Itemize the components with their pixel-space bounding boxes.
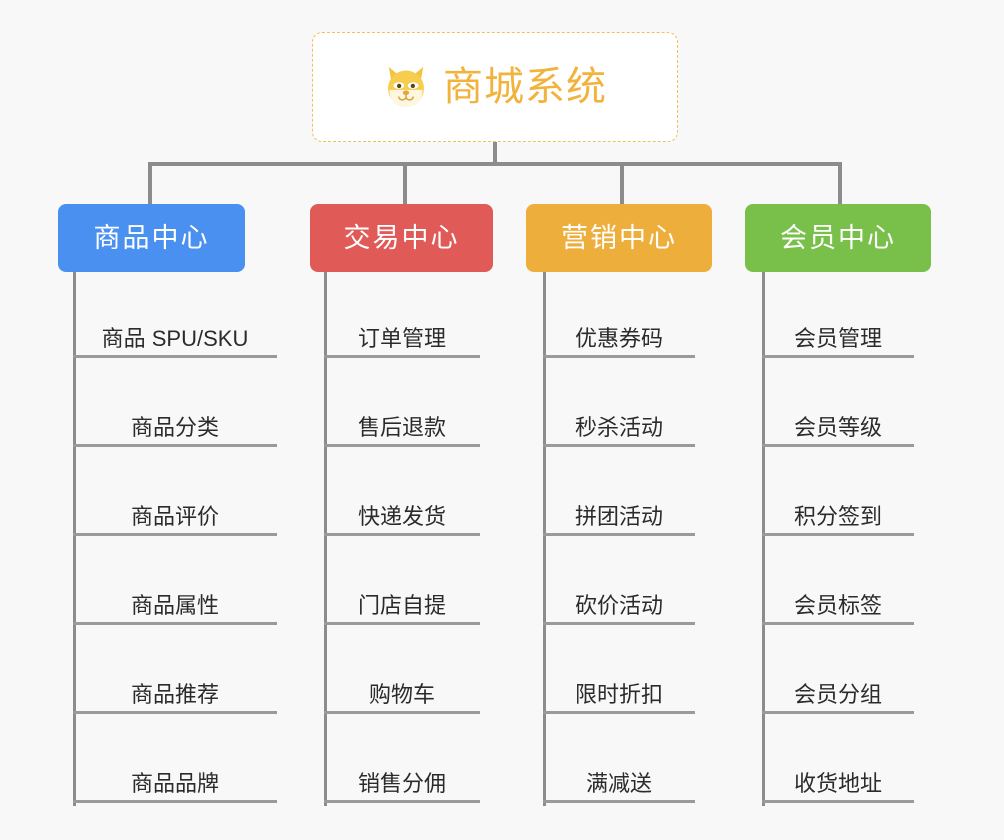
category-label: 营销中心 [561, 222, 677, 253]
leaf-item[interactable]: 秒杀活动 [543, 389, 695, 447]
category-box-1[interactable]: 商品中心 [58, 204, 245, 272]
root-title: 商城系统 [443, 65, 607, 109]
leaf-item-label: 购物车 [368, 681, 435, 707]
leaf-item-label: 会员管理 [793, 325, 882, 351]
drop-connector-4 [838, 162, 842, 204]
leaf-item-label: 商品推荐 [130, 681, 219, 707]
category-label: 会员中心 [780, 222, 896, 253]
category-box-3[interactable]: 营销中心 [526, 204, 712, 272]
leaf-item-label: 砍价活动 [574, 592, 663, 618]
leaf-item[interactable]: 满减送 [543, 745, 695, 803]
leaf-item-label: 积分签到 [793, 503, 882, 529]
category-label: 商品中心 [93, 222, 210, 253]
category-column-3: 营销中心 [526, 204, 712, 272]
leaf-item-label: 会员等级 [793, 414, 882, 440]
category-column-4: 会员中心 [745, 204, 931, 272]
leaf-item[interactable]: 会员分组 [762, 656, 914, 714]
leaf-item[interactable]: 快递发货 [324, 478, 480, 536]
leaf-item[interactable]: 会员管理 [762, 300, 914, 358]
leaf-item[interactable]: 商品评价 [73, 478, 277, 536]
leaf-item[interactable]: 会员标签 [762, 567, 914, 625]
leaf-item[interactable]: 优惠券码 [543, 300, 695, 358]
spine-2 [324, 272, 327, 806]
leaf-item[interactable]: 订单管理 [324, 300, 480, 358]
leaf-item[interactable]: 商品属性 [73, 567, 277, 625]
leaf-item-label: 商品分类 [130, 414, 219, 440]
leaf-item-label: 商品品牌 [130, 770, 219, 796]
leaf-item-label: 会员分组 [793, 681, 882, 707]
leaf-item-label: 门店自提 [357, 592, 446, 618]
leaf-item-label: 快递发货 [357, 503, 446, 529]
root-node[interactable]: 商城系统 [312, 32, 678, 142]
leaf-item[interactable]: 购物车 [324, 656, 480, 714]
leaf-item-label: 满减送 [585, 770, 652, 796]
leaf-item-label: 收货地址 [793, 770, 882, 796]
drop-connector-2 [403, 162, 407, 204]
leaf-item-label: 限时折扣 [574, 681, 663, 707]
leaf-item[interactable]: 会员等级 [762, 389, 914, 447]
spine-1 [73, 272, 76, 806]
category-label: 交易中心 [343, 222, 460, 253]
leaf-item[interactable]: 商品推荐 [73, 656, 277, 714]
leaf-item[interactable]: 门店自提 [324, 567, 480, 625]
leaf-item-label: 售后退款 [357, 414, 446, 440]
leaf-item-label: 秒杀活动 [574, 414, 663, 440]
horizontal-bus-connector [150, 162, 842, 166]
drop-connector-3 [620, 162, 624, 204]
leaf-item[interactable]: 拼团活动 [543, 478, 695, 536]
leaf-item[interactable]: 销售分佣 [324, 745, 480, 803]
leaf-item-label: 订单管理 [357, 325, 446, 351]
root-stem-connector [493, 142, 497, 164]
leaf-item[interactable]: 积分签到 [762, 478, 914, 536]
category-box-2[interactable]: 交易中心 [310, 204, 493, 272]
leaf-item-label: 拼团活动 [574, 503, 663, 529]
leaf-item-label: 商品属性 [130, 592, 219, 618]
spine-4 [762, 272, 765, 806]
category-column-2: 交易中心 [310, 204, 493, 272]
leaf-item-label: 优惠券码 [574, 325, 663, 351]
shiba-dog-face-icon [388, 66, 424, 108]
drop-connector-1 [148, 162, 152, 204]
leaf-item[interactable]: 收货地址 [762, 745, 914, 803]
category-column-1: 商品中心 [58, 204, 245, 272]
leaf-item[interactable]: 商品品牌 [73, 745, 277, 803]
leaf-item[interactable]: 售后退款 [324, 389, 480, 447]
category-box-4[interactable]: 会员中心 [745, 204, 931, 272]
leaf-item[interactable]: 砍价活动 [543, 567, 695, 625]
leaf-item-label: 会员标签 [793, 592, 882, 618]
leaf-item[interactable]: 限时折扣 [543, 656, 695, 714]
leaf-item-label: 销售分佣 [357, 770, 446, 796]
leaf-item[interactable]: 商品分类 [73, 389, 277, 447]
leaf-item-label: 商品评价 [130, 503, 219, 529]
spine-3 [543, 272, 546, 806]
leaf-item-label: 商品 SPU/SKU [101, 325, 249, 351]
leaf-item[interactable]: 商品 SPU/SKU [73, 300, 277, 358]
